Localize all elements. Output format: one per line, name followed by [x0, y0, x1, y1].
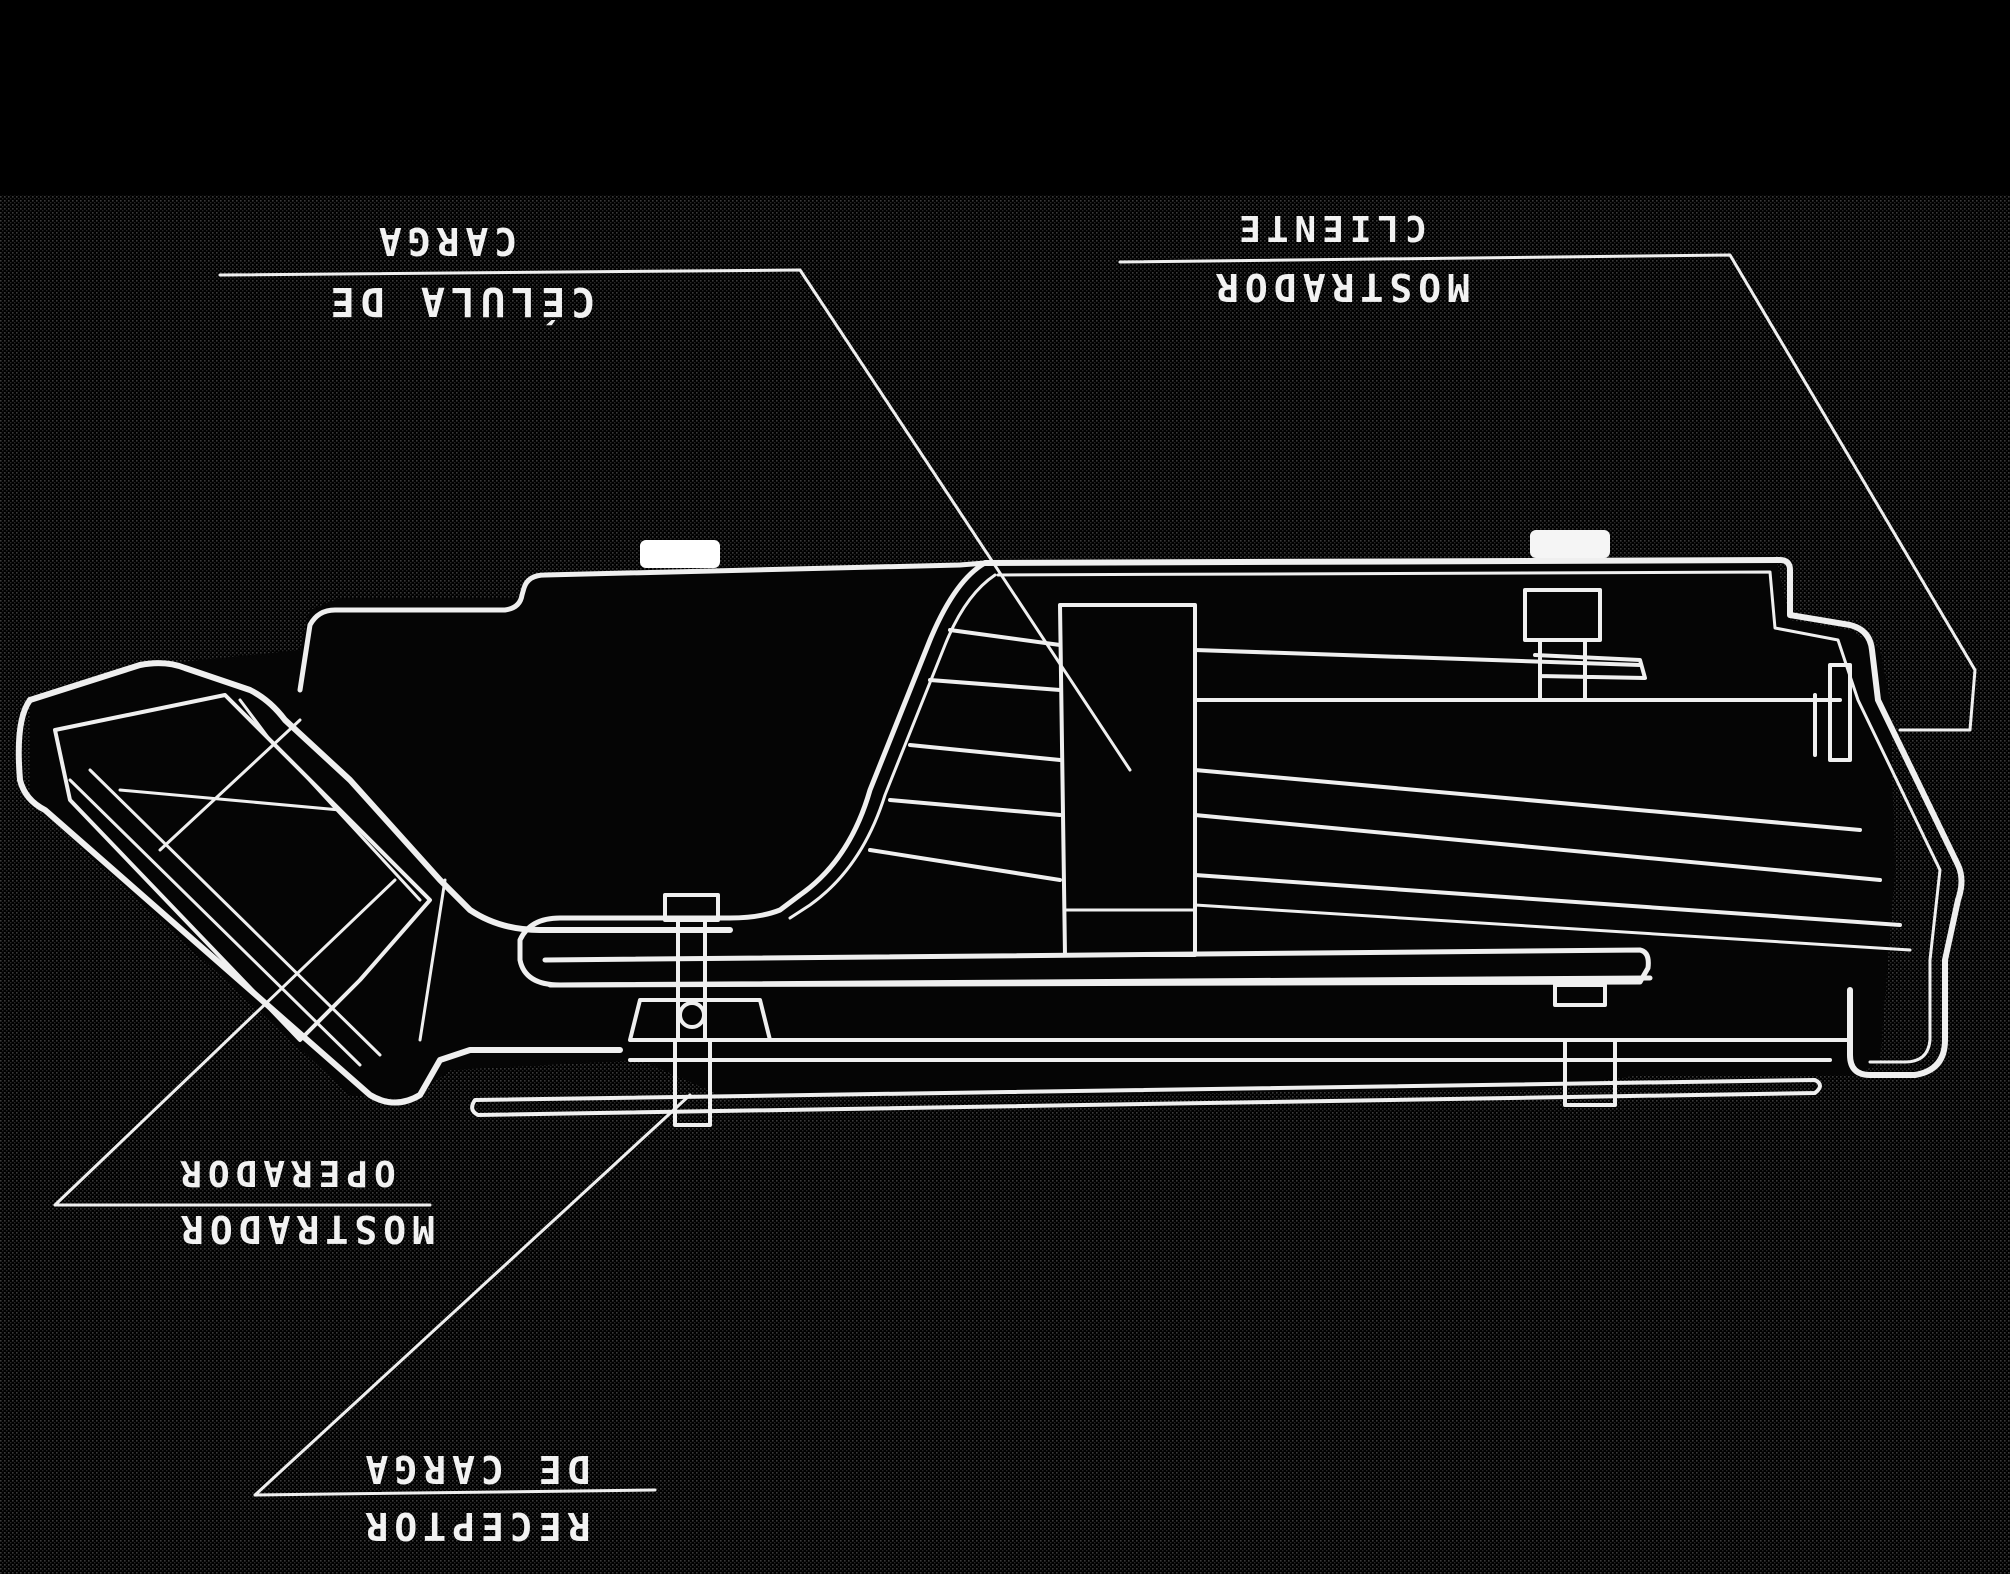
right-foot: [1553, 983, 1617, 1107]
label-celula-line2: CÉLULA DE: [325, 278, 596, 326]
label-cliente-line1: CLIENTE: [1233, 207, 1427, 248]
center-bolt-head: [678, 1001, 706, 1029]
platform-slope: [517, 560, 1653, 988]
label-cliente-line2: MOSTRADOR: [1210, 265, 1470, 309]
customer-display-housing: [982, 557, 1965, 1078]
leader-celula: [218, 268, 1132, 772]
label-receptor-de-carga: DE CARGA RECEPTOR: [359, 1447, 590, 1548]
right-end-bracket: [1813, 663, 1852, 762]
body-line-3: [908, 743, 1862, 832]
load-cell-platform-outline: [297, 560, 988, 693]
label-celula-de-carga: CARGA CÉLULA DE: [325, 219, 596, 326]
operator-display-bezel: [68, 698, 422, 1067]
customer-display-inner: [996, 570, 1942, 1064]
operator-display-inner-lines: [118, 718, 447, 1042]
base-rail-lower: [628, 1038, 1852, 1062]
base-rail-upper: [542, 947, 1651, 988]
label-mostrador-operador: OPERADOR MOSTRADOR: [174, 1152, 435, 1251]
body-line-2: [928, 678, 1842, 702]
operator-display-screen: [53, 693, 432, 1042]
body-line-6: [1063, 903, 1912, 952]
label-receptor-line1: DE CARGA: [359, 1447, 590, 1491]
scale-body-fill: [30, 555, 1895, 1100]
leader-operador: [53, 878, 432, 1207]
right-knob: [1523, 588, 1647, 702]
operator-display-top: [27, 660, 733, 933]
label-operador-line1: OPERADOR: [174, 1152, 395, 1193]
leader-cliente: [1118, 253, 1977, 732]
leader-receptor: [253, 1093, 692, 1497]
left-knob-highlight: [640, 540, 720, 568]
platform-slope-inner: [788, 573, 997, 920]
body-line-5: [868, 848, 1902, 927]
body-line-1: [948, 628, 1642, 667]
center-bolt: [628, 893, 772, 1127]
label-receptor-line2: RECEPTOR: [359, 1504, 590, 1548]
right-knob-highlight: [1530, 530, 1610, 558]
body-line-4: [888, 798, 1882, 882]
label-celula-line1: CARGA: [373, 219, 517, 263]
label-operador-line2: MOSTRADOR: [175, 1207, 435, 1251]
base-bar: [470, 1078, 1822, 1117]
label-mostrador-cliente: CLIENTE MOSTRADOR: [1210, 207, 1470, 309]
operator-display-housing: [15, 697, 623, 1106]
